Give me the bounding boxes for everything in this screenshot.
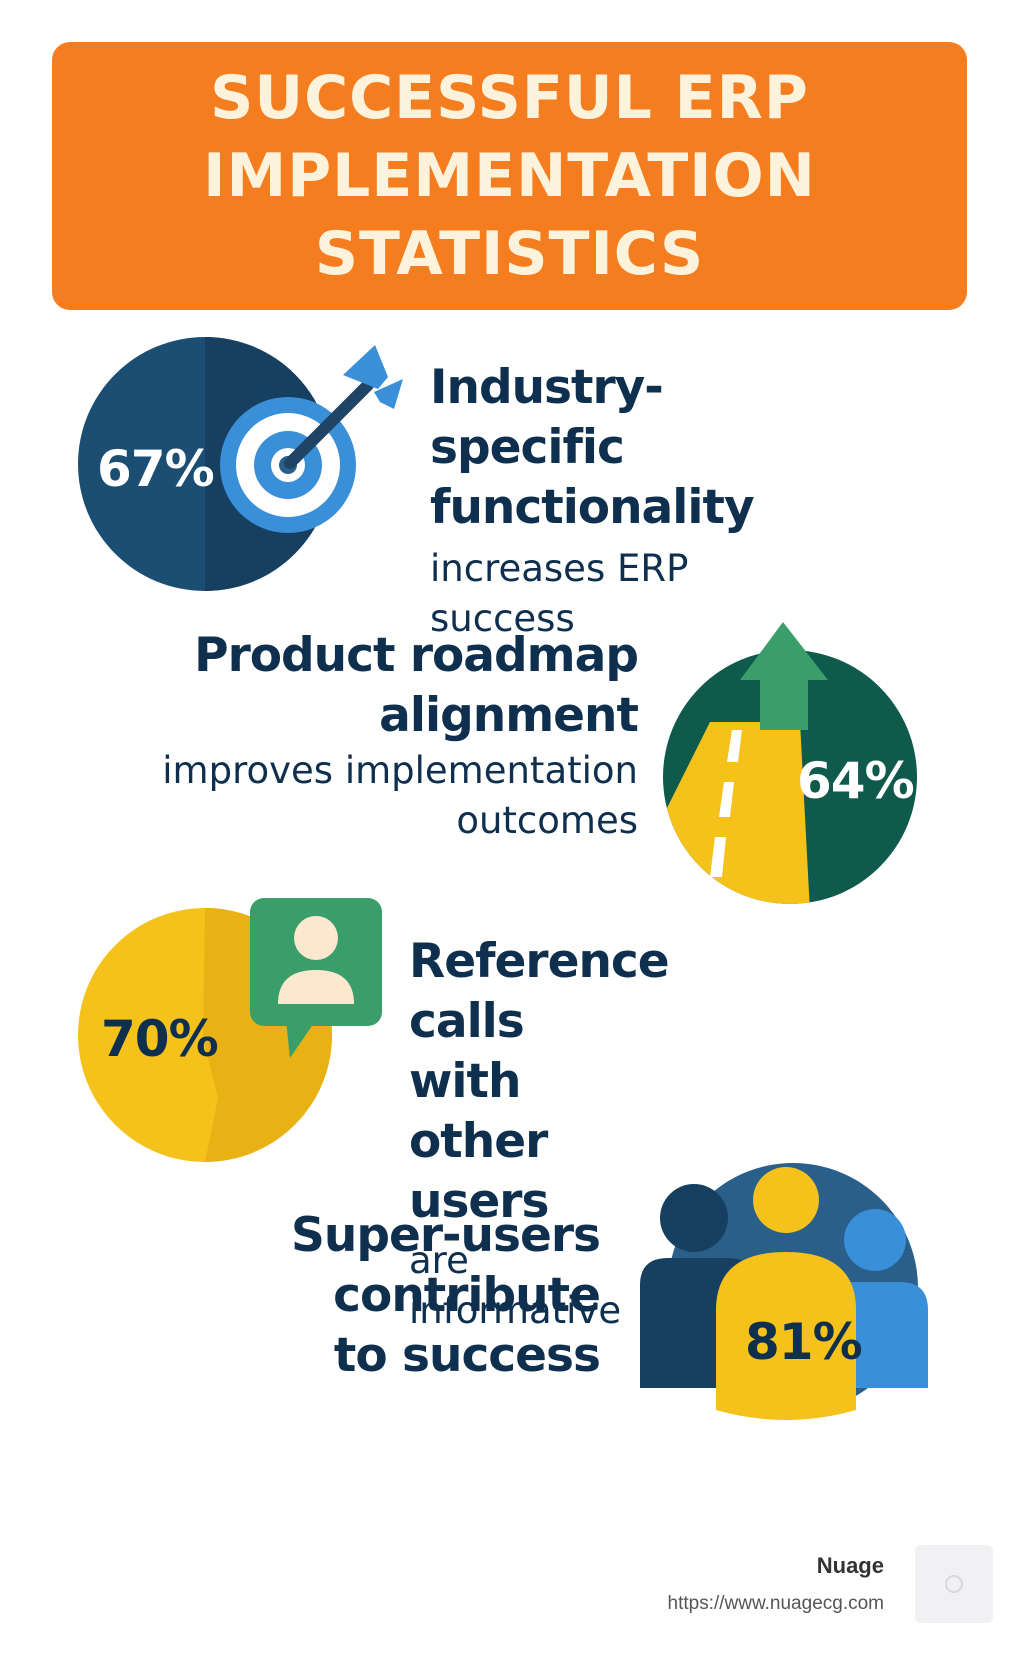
stat-text: Industry-specific functionality increase… [430,358,755,644]
stat-headline-line-1: Reference calls [409,934,670,1049]
stat-headline-line-2: alignment [379,688,639,743]
stat-value: 64% [797,752,915,810]
footer-brand: Nuage [816,1553,884,1578]
stat-headline-line-3: to success [333,1328,601,1383]
title-line-3: STATISTICS [314,219,705,289]
user-chat-bubble-icon [78,898,388,1168]
stat-subtext: are informative [409,1239,622,1332]
stat-value: 67% [97,440,215,498]
stat-subtext-line-1: improves implementation [162,749,638,792]
stat-headline-line-1: Industry-specific [430,360,664,475]
stat-headline-line-1: Product roadmap [194,628,639,683]
stat-headline-line-1: Super-users [291,1208,601,1263]
title-line-1: SUCCESSFUL ERP [210,63,809,133]
stat-subtext-line-2: outcomes [456,799,638,842]
user-group-icon [638,1160,928,1425]
stat-text: Super-users contribute to success [200,1206,601,1386]
target-arrow-icon [78,337,408,597]
stat-headline-line-2: with other users [409,1054,549,1229]
stat-value: 70% [101,1010,219,1068]
stat-text: Product roadmap alignment improves imple… [100,626,639,846]
stat-subtext: increases ERP success [430,547,689,640]
stat-text: Reference calls with other users are inf… [409,932,670,1336]
logo-badge [915,1545,993,1623]
title-line-2: IMPLEMENTATION [203,141,816,211]
stat-headline-line-2: contribute [333,1268,601,1323]
stat-headline-line-2: functionality [430,480,755,535]
road-up-arrow-icon [660,622,920,907]
title-banner: SUCCESSFUL ERP IMPLEMENTATION STATISTICS [52,42,967,310]
footer-url[interactable]: https://www.nuagecg.com [667,1593,885,1614]
stat-value: 81% [745,1313,863,1371]
